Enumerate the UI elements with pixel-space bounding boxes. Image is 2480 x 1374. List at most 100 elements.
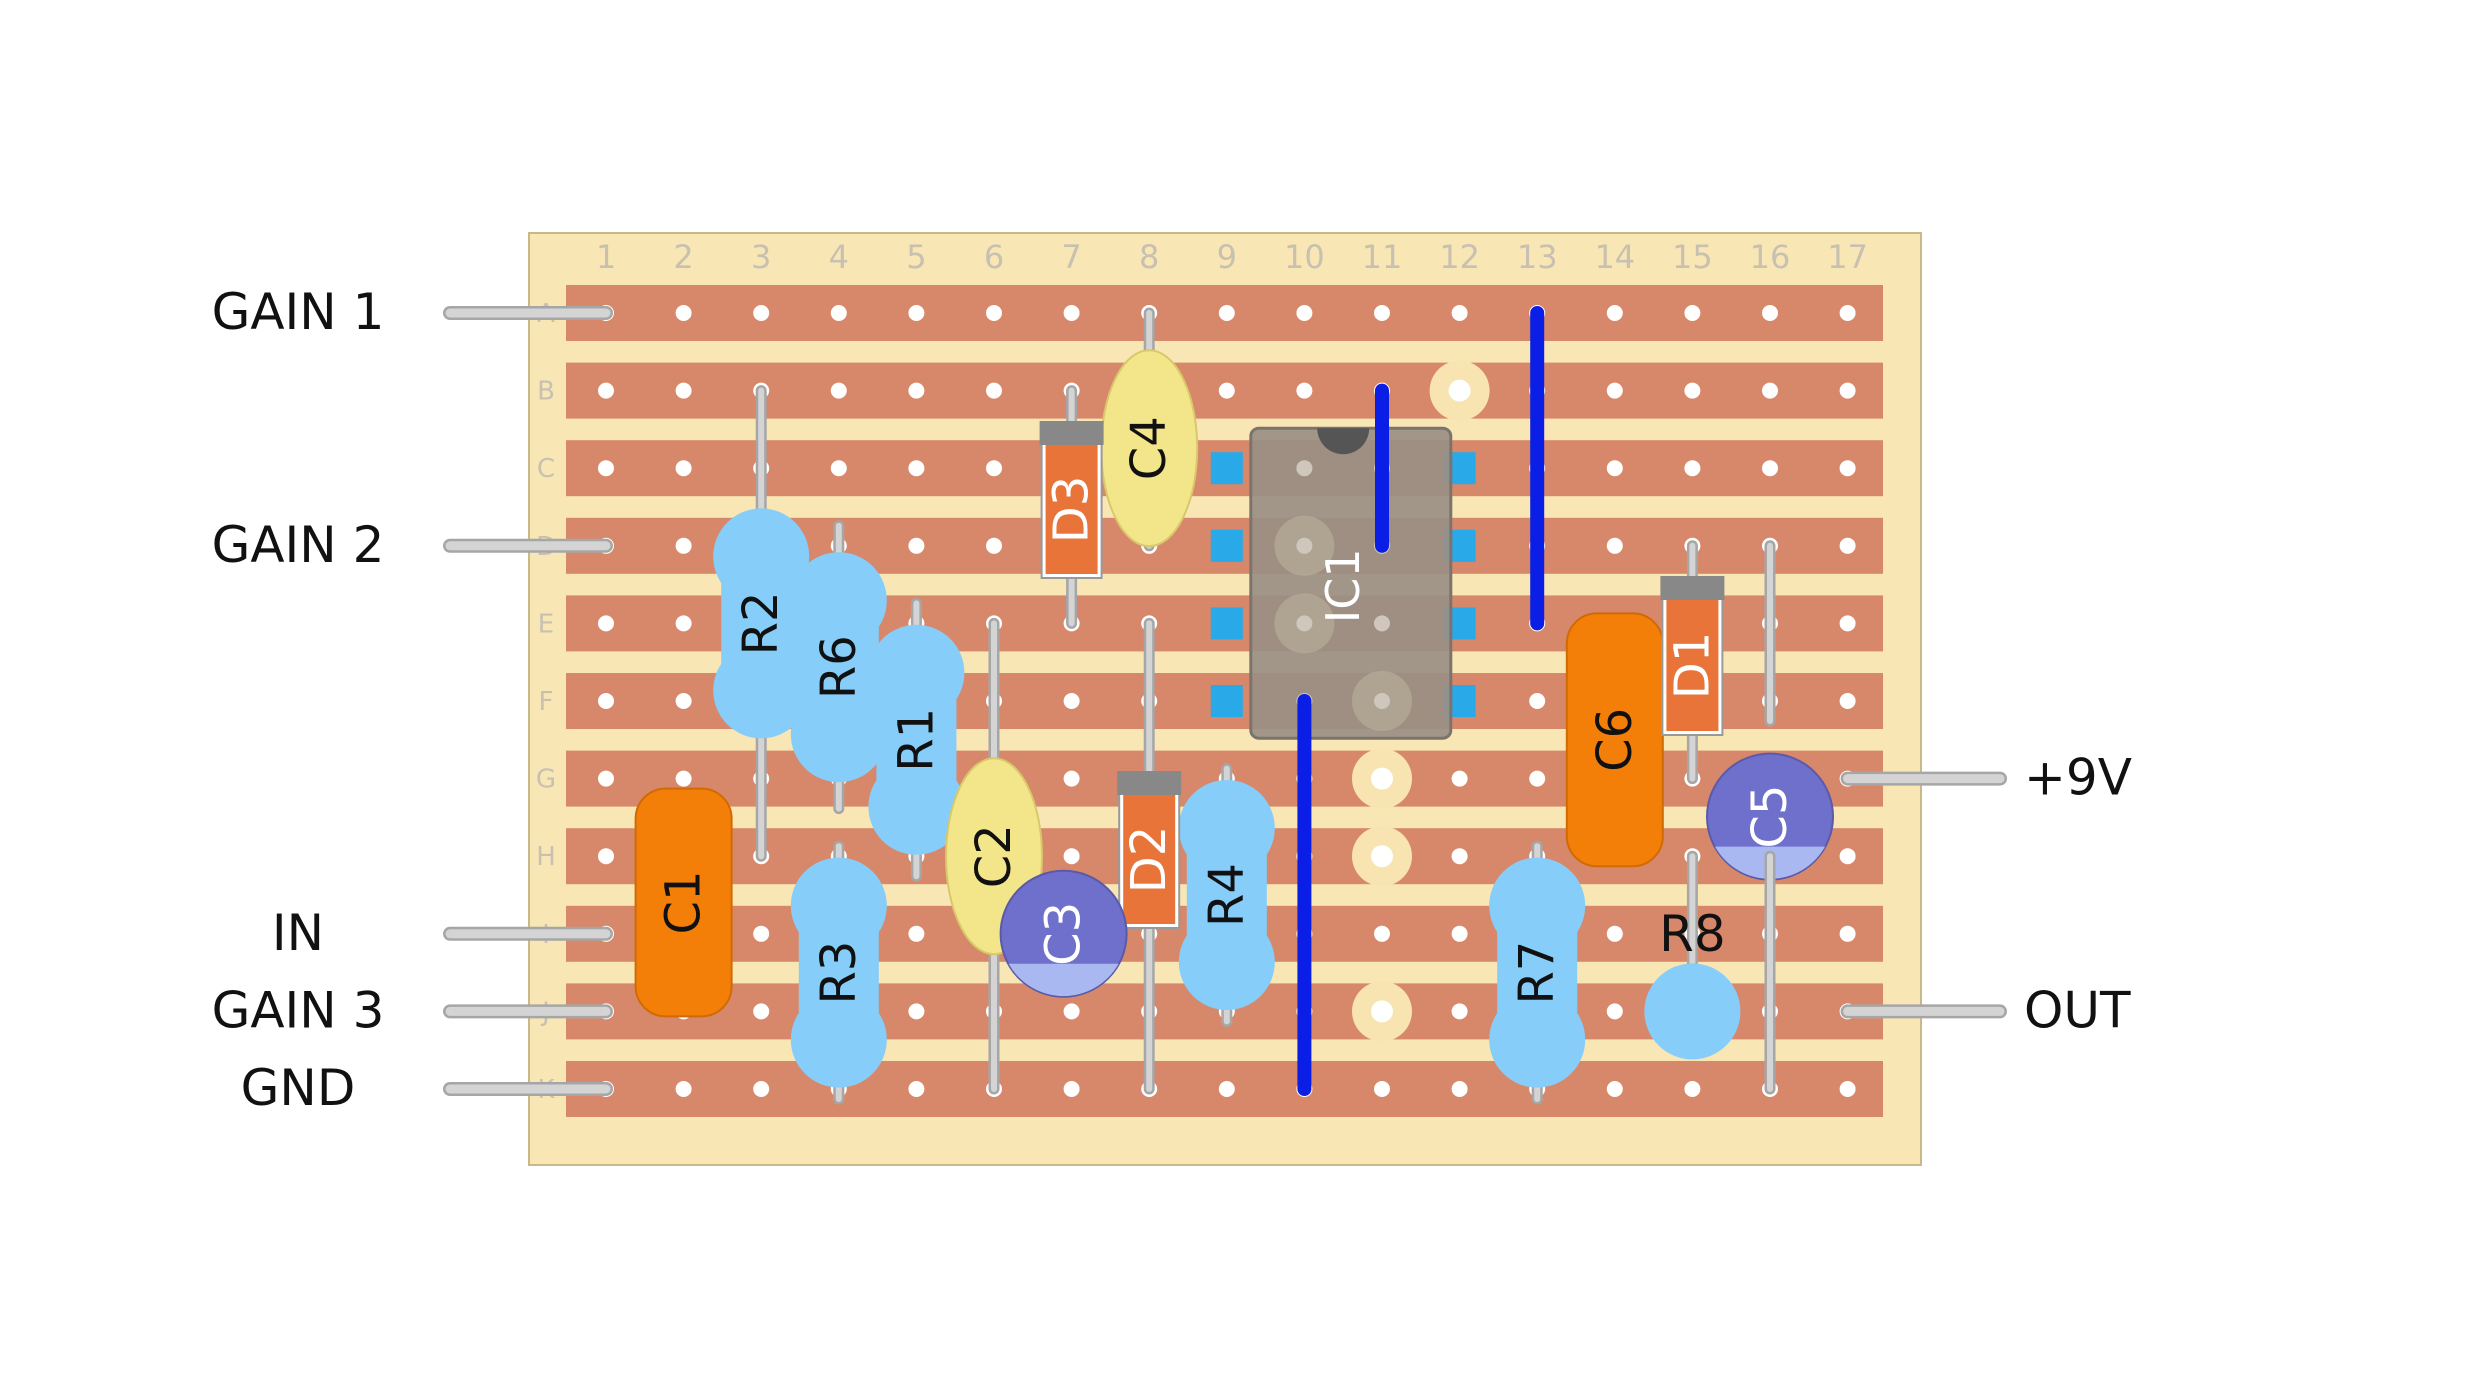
hole — [1218, 305, 1235, 321]
track-cut-hole — [1371, 767, 1393, 790]
ic-pin — [1210, 529, 1243, 562]
hole — [1839, 460, 1856, 477]
connector-label: GAIN 1 — [212, 283, 385, 341]
hole — [1762, 382, 1778, 399]
diode-band — [1117, 771, 1182, 795]
component-label-d2: D2 — [1121, 826, 1177, 894]
hole — [1218, 382, 1235, 399]
column-label: 13 — [1517, 238, 1558, 276]
resistor-r2 — [713, 508, 810, 739]
component-label-c6: C6 — [1587, 708, 1643, 772]
hole — [1606, 305, 1623, 321]
hole — [1451, 925, 1468, 942]
component-label-c2: C2 — [966, 824, 1022, 888]
ic-hole — [1374, 615, 1390, 632]
hole — [598, 382, 614, 399]
hole — [1063, 1081, 1080, 1097]
diode-d2 — [1117, 771, 1182, 929]
strip-row-A: A — [537, 285, 1883, 341]
hole — [1684, 382, 1701, 399]
diode-body — [1123, 775, 1176, 924]
ic-hole — [1296, 460, 1313, 477]
component-label-c1: C1 — [656, 870, 712, 934]
hole — [675, 537, 692, 554]
diode-band — [1660, 576, 1725, 600]
resistor-body — [1497, 905, 1578, 1040]
electrolytic-stripe — [1008, 963, 1119, 997]
hole — [986, 305, 1002, 321]
component-label-c4: C4 — [1121, 416, 1177, 480]
hole — [753, 305, 770, 321]
hole — [986, 460, 1002, 477]
resistor-body — [798, 905, 879, 1040]
component-label-d3: D3 — [1044, 476, 1100, 544]
hole — [1374, 305, 1390, 321]
diode-d3 — [1039, 421, 1104, 579]
diode-body — [1045, 425, 1098, 574]
hole — [675, 615, 692, 632]
hole — [1684, 1081, 1701, 1097]
hole — [675, 305, 692, 321]
track-cut-hole — [1448, 379, 1471, 402]
hole — [1451, 305, 1468, 321]
hole — [1529, 770, 1546, 787]
connector-label: +9V — [2024, 749, 2132, 807]
column-label: 16 — [1750, 238, 1791, 276]
hole — [1529, 693, 1546, 709]
hole — [1063, 1003, 1080, 1020]
column-label: 6 — [984, 238, 1004, 276]
hole — [830, 460, 847, 477]
resistor-r7 — [1489, 857, 1586, 1088]
column-label: 3 — [751, 238, 771, 276]
hole — [908, 537, 925, 554]
resistor-body — [721, 556, 802, 691]
column-label: 2 — [673, 238, 693, 276]
column-label: 12 — [1439, 238, 1480, 276]
hole — [986, 382, 1002, 399]
connector-label: GND — [241, 1059, 356, 1117]
capacitor-c6 — [1565, 612, 1664, 868]
hole — [675, 1081, 692, 1097]
column-label: 7 — [1061, 238, 1081, 276]
strip-row-C: C — [537, 440, 1883, 497]
hole — [598, 460, 614, 477]
resistor-r1 — [868, 624, 965, 855]
hole — [908, 1003, 925, 1020]
diode-band — [1039, 421, 1104, 445]
resistor-body — [1186, 828, 1267, 962]
hole — [598, 693, 614, 709]
component-label-r3: R3 — [811, 941, 867, 1005]
column-label: 14 — [1594, 238, 1635, 276]
hole — [908, 382, 925, 399]
column-label: 17 — [1827, 238, 1868, 276]
hole — [1451, 1081, 1468, 1097]
resistor-body — [876, 672, 957, 807]
resistor-r4 — [1178, 780, 1275, 1010]
hole — [753, 925, 770, 942]
hole — [598, 770, 614, 787]
ic-hole — [1296, 537, 1313, 554]
resistor-body — [798, 600, 879, 735]
connector-label: OUT — [2024, 981, 2131, 1039]
column-label: 15 — [1672, 238, 1713, 276]
row-label: H — [536, 842, 556, 872]
hole — [1606, 1003, 1623, 1020]
hole — [1296, 382, 1313, 399]
hole — [1218, 1081, 1235, 1097]
capacitor-c3 — [999, 869, 1128, 998]
hole — [1063, 848, 1080, 865]
column-label: 11 — [1362, 238, 1403, 276]
hole — [1606, 537, 1623, 554]
capacitor-c1 — [634, 787, 733, 1018]
hole — [753, 1081, 770, 1097]
row-label: E — [538, 609, 554, 639]
connector-label: GAIN 2 — [212, 516, 385, 574]
hole — [908, 925, 925, 942]
ic-hole — [1296, 615, 1313, 632]
hole — [1839, 537, 1856, 554]
hole — [675, 460, 692, 477]
hole — [1839, 1081, 1856, 1097]
component-label-r1: R1 — [888, 708, 944, 772]
ic-pin — [1210, 452, 1243, 485]
